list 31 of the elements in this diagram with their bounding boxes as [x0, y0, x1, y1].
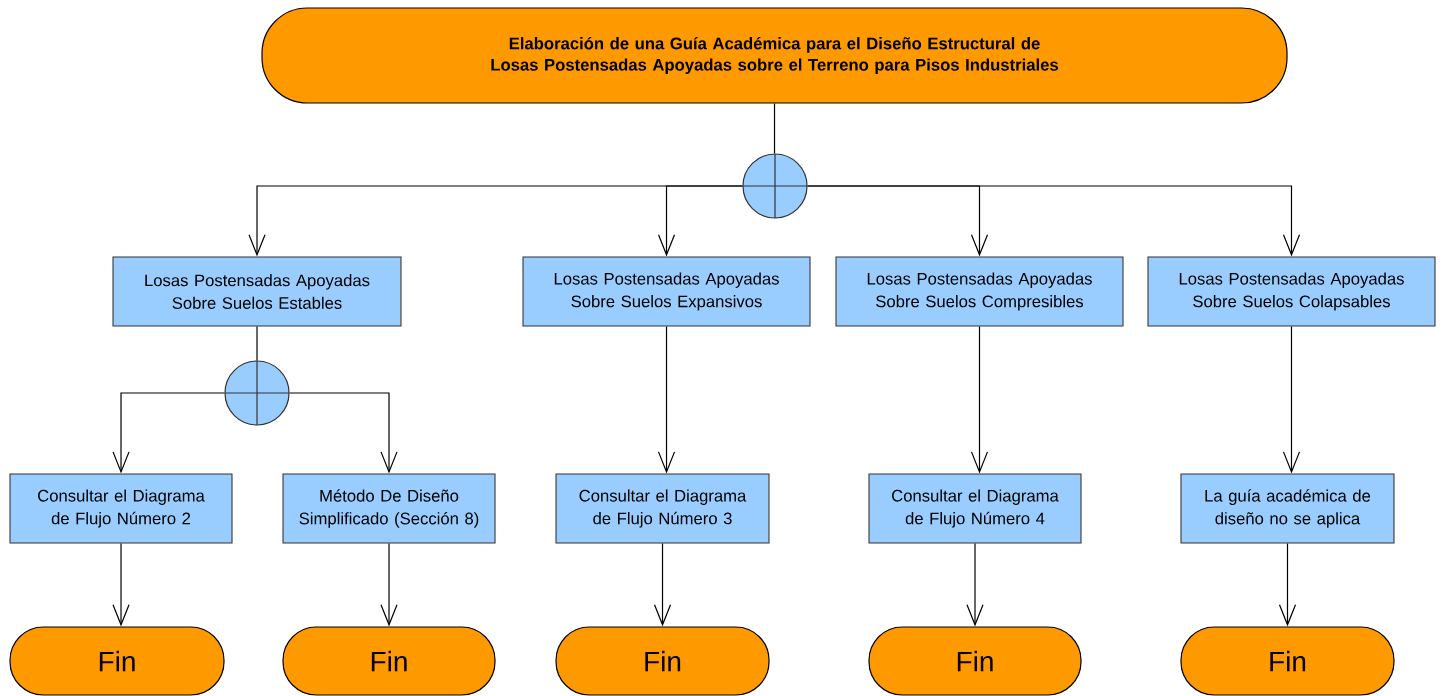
process-box: Consultar el Diagrama de Flujo Número 3	[555, 473, 770, 544]
junction-circle	[742, 153, 808, 219]
process-box: Losas Postensadas Apoyadas Sobre Suelos Compresibles	[835, 256, 1124, 327]
arrow	[289, 392, 398, 474]
terminal-box: Elaboración de una Guía Académica para el Diseño Estructural de Losas Postensadas Apoyadas sobre el Terreno para Pisos Industriales	[261, 7, 1288, 104]
end-terminal: Fin	[555, 626, 770, 696]
arrow	[1282, 325, 1301, 474]
connector-line	[773, 103, 776, 154]
junction-circle	[224, 360, 290, 426]
arrow	[1278, 542, 1297, 627]
process-box: Losas Postensadas Apoyadas Sobre Suelos Colapsables	[1147, 256, 1436, 327]
process-box: La guía académica de diseño no se aplica	[1180, 473, 1395, 544]
end-terminal: Fin	[868, 626, 1082, 696]
arrow	[112, 392, 225, 474]
end-terminal: Fin	[9, 626, 225, 696]
arrow	[657, 325, 676, 474]
arrow	[807, 185, 1301, 257]
end-terminal: Fin	[282, 626, 496, 696]
connector-line	[256, 325, 258, 361]
process-box: Losas Postensadas Apoyadas Sobre Suelos Estables	[112, 256, 402, 327]
process-box: Losas Postensadas Apoyadas Sobre Suelos Expansivos	[522, 256, 811, 327]
end-terminal: Fin	[1180, 626, 1395, 696]
arrow	[970, 325, 989, 474]
process-box: Método De Diseño Simplificado (Sección 8)	[282, 473, 496, 544]
arrow	[966, 542, 984, 627]
process-box: Consultar el Diagrama de Flujo Número 4	[868, 473, 1082, 544]
arrow	[657, 185, 743, 257]
arrow	[112, 542, 130, 627]
arrow	[380, 542, 398, 627]
process-box: Consultar el Diagrama de Flujo Número 2	[9, 473, 233, 544]
arrow	[653, 542, 672, 627]
